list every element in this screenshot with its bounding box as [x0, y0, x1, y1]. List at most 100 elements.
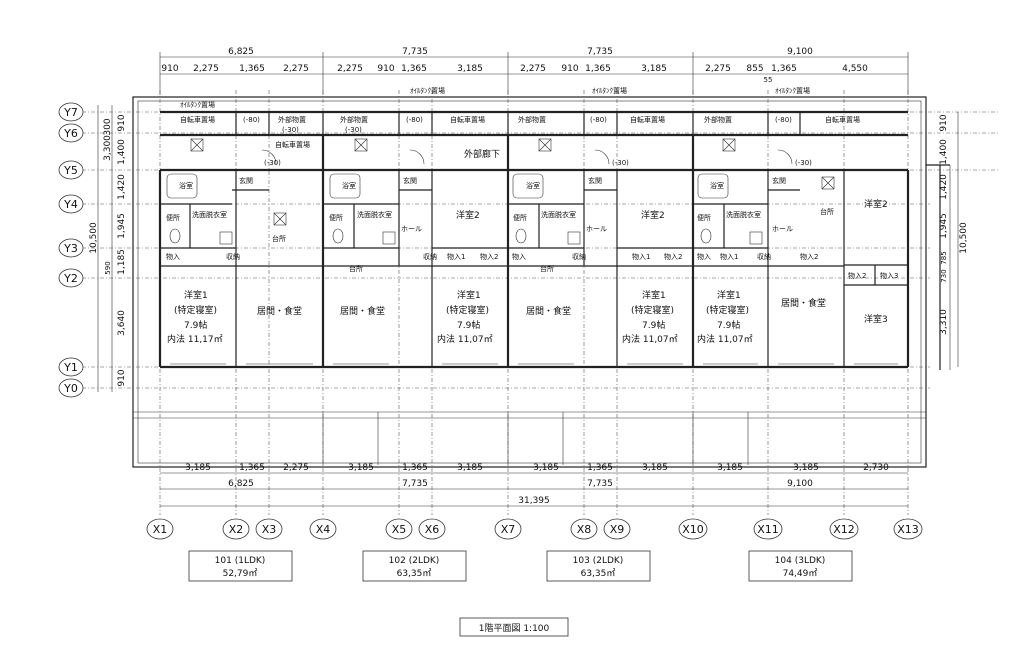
top-dim-l2: 2,275	[193, 64, 219, 74]
unit-name: 101 (1LDK)	[215, 556, 266, 566]
oil-tank-label: ｵｲﾙﾀﾝｸ置場	[592, 86, 627, 95]
living-label: 居間・食堂	[526, 305, 571, 317]
x-axis-label: X12	[833, 523, 855, 536]
x-axis-label: X1	[153, 523, 168, 536]
left-dim: 910	[117, 369, 127, 386]
unit-box-102: 102 (2LDK) 63,35㎡	[362, 550, 467, 582]
living-label: 居間・食堂	[257, 305, 302, 317]
right-dimensions: 910 1,400 1,420 1,945 10,500 785 730 3,3…	[939, 112, 969, 367]
top-dim-l1-3: 7,735	[587, 47, 613, 57]
western1-label: 洋室1	[184, 289, 208, 301]
left-dim: 910	[117, 114, 127, 131]
top-dimensions: 6,825 7,735 7,735 9,100 910 2,275 1,365 …	[159, 47, 909, 95]
bike-parking-label: 自転車置場	[825, 115, 860, 124]
y-axis-label: Y4	[63, 198, 78, 211]
unit-area: 52,79㎡	[223, 568, 258, 579]
level-minus30: (-30)	[282, 126, 299, 134]
unit-area: 63,35㎡	[581, 568, 616, 579]
entrance-label: 玄関	[239, 176, 253, 185]
interior-walls	[158, 110, 910, 465]
bottom-dim-l1: 3,185	[457, 463, 483, 473]
shelf-label: 収納	[423, 252, 437, 261]
bath-label: 浴室	[342, 181, 356, 190]
bottom-dim-l1: 3,185	[185, 463, 211, 473]
western2-label: 洋室2	[641, 209, 665, 221]
x-axis-label: X11	[757, 523, 779, 536]
bath-label: 浴室	[710, 181, 724, 190]
y-axis-label: Y0	[63, 382, 78, 395]
x-axis-label: X5	[392, 523, 407, 536]
fixtures	[166, 138, 835, 245]
x-axis-label: X13	[897, 523, 919, 536]
bottom-total: 31,395	[518, 496, 550, 506]
level-minus80: (-80)	[590, 116, 607, 124]
bike-parking-label: 自転車置場	[180, 115, 215, 124]
unit-box-101: 101 (1LDK) 52,79㎡	[188, 550, 293, 582]
level-minus80: (-80)	[406, 116, 423, 124]
y-axis-label: Y6	[63, 127, 78, 140]
bottom-dim-l1: 1,365	[402, 463, 428, 473]
special-bedroom-label: (特定寝室)	[631, 304, 674, 316]
top-dim-l2: 4,550	[842, 64, 868, 74]
kitchen-label: 台所	[540, 264, 554, 273]
bath-label: 浴室	[179, 181, 193, 190]
level-minus80: (-80)	[243, 116, 260, 124]
room-labels: ｵｲﾙﾀﾝｸ置場 ｵｲﾙﾀﾝｸ置場 ｵｲﾙﾀﾝｸ置場 ｵｲﾙﾀﾝｸ置場 自転車置…	[166, 86, 898, 345]
top-dim-l1-4: 9,100	[787, 47, 813, 57]
outdoor-storage-label: 外部物置	[704, 115, 732, 124]
top-dim-l2: 1,365	[585, 64, 611, 74]
oil-tank-label: ｵｲﾙﾀﾝｸ置場	[410, 86, 445, 95]
shelf-label: 収納	[757, 252, 771, 261]
top-dim-l2: 2,275	[283, 64, 309, 74]
unit-name: 102 (2LDK)	[389, 556, 440, 566]
western1-label: 洋室1	[457, 289, 481, 301]
y-grid-lines	[82, 111, 1000, 389]
special-bedroom-label: (特定寝室)	[446, 304, 489, 316]
inner-area-label: 内法 11,17㎡	[167, 333, 223, 345]
top-dim-l2: 3,185	[457, 64, 483, 74]
hall-label: ホール	[772, 225, 793, 233]
inner-area-label: 内法 11,07㎡	[437, 333, 493, 345]
bottom-dim-l1: 3,185	[717, 463, 743, 473]
left-dimensions: 300 910 3,300 1,400 1,420 10,500 1,945 1…	[89, 105, 127, 392]
bottom-dim-l1: 3,185	[793, 463, 819, 473]
right-dim: 10,500	[959, 222, 969, 254]
bottom-dim-l1: 1,365	[239, 463, 265, 473]
top-dim-l2: 910	[561, 64, 578, 74]
x-axis-label: X3	[262, 523, 277, 536]
left-dim: 1,945	[117, 213, 127, 239]
top-dim-l2: 910	[377, 64, 394, 74]
x-axis-label: X7	[501, 523, 516, 536]
drawing-title: 1階平面図 1:100	[479, 623, 550, 634]
entrance-label: 玄関	[403, 176, 417, 185]
right-dim: 3,310	[939, 309, 949, 335]
living-label: 居間・食堂	[340, 305, 385, 317]
entrance-label: 玄関	[772, 176, 786, 185]
inner-area-label: 内法 11,07㎡	[697, 333, 753, 345]
left-dim: 10,500	[89, 222, 99, 254]
western1-label: 洋室1	[717, 289, 741, 301]
bottom-dim-l2: 7,735	[587, 479, 613, 489]
y-axis-markers: Y7 Y6 Y5 Y4 Y3 Y2 Y1 Y0	[58, 102, 84, 398]
unit-boxes: 101 (1LDK) 52,79㎡ 102 (2LDK) 63,35㎡ 103 …	[188, 550, 853, 582]
top-dim-l1-1: 6,825	[228, 47, 254, 57]
western1-label: 洋室1	[642, 289, 666, 301]
left-dim: 300	[103, 118, 113, 135]
bike-parking-label: 自転車置場	[275, 140, 310, 149]
unit-name: 103 (2LDK)	[573, 556, 624, 566]
bottom-dim-l1: 3,185	[642, 463, 668, 473]
bath-label: 浴室	[526, 181, 540, 190]
right-dim: 1,945	[939, 213, 949, 239]
outdoor-storage-label: 外部物置	[278, 115, 306, 124]
tatami-label: 7.9帖	[184, 319, 207, 331]
special-bedroom-label: (特定寝室)	[706, 304, 749, 316]
top-dim-l2: 1,365	[401, 64, 427, 74]
storage1-label: 物入1	[632, 252, 650, 261]
right-dim: 1,400	[939, 139, 949, 165]
top-dim-l2: 1,365	[771, 64, 797, 74]
level-minus30: (-30)	[795, 159, 812, 167]
washroom-label: 洗面脱衣室	[726, 210, 761, 219]
tatami-label: 7.9帖	[457, 319, 480, 331]
level-minus30: (-30)	[612, 159, 629, 167]
top-dim-l2: 855	[746, 64, 763, 74]
